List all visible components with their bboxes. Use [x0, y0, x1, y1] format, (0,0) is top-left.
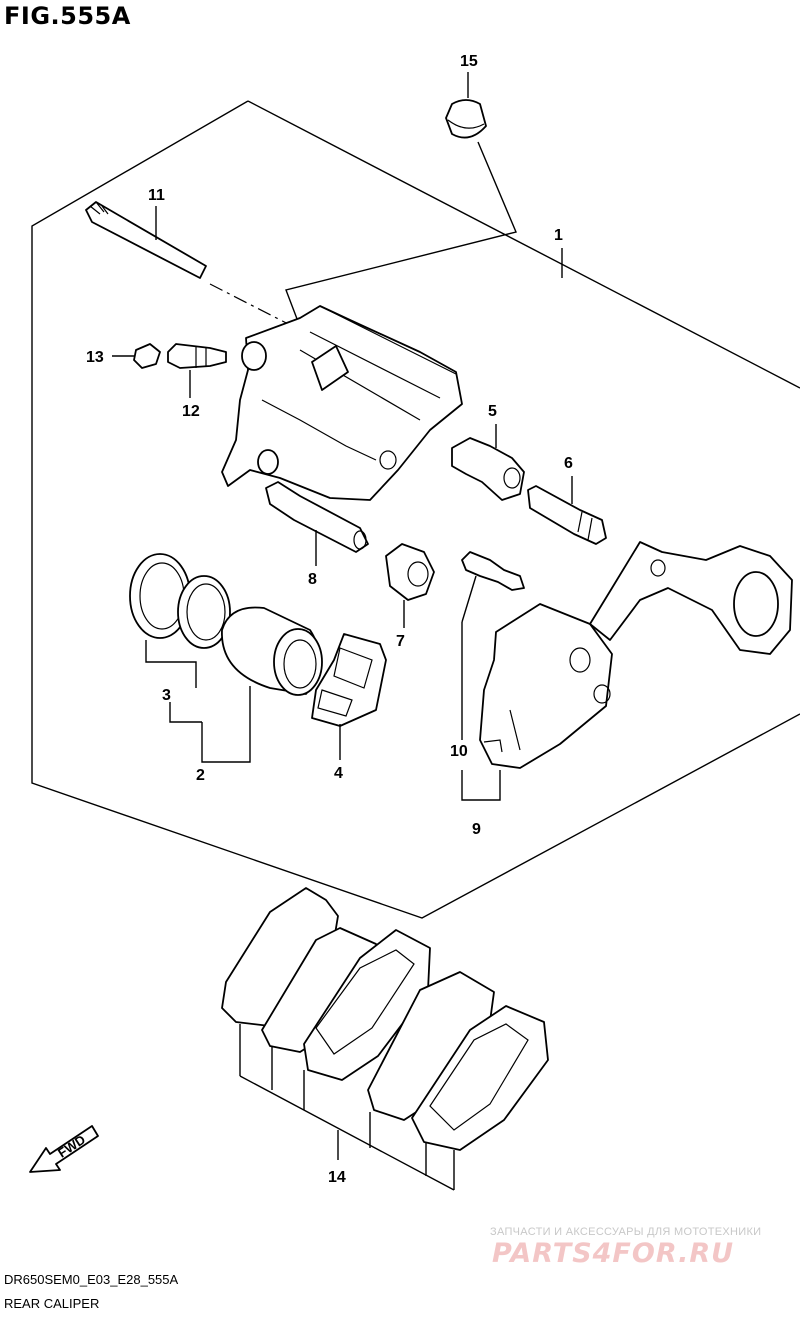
callout-7: 7	[396, 633, 405, 650]
callout-11: 11	[148, 187, 165, 204]
part-7-pin-boot[interactable]	[385, 543, 435, 601]
leader-3-top	[145, 640, 197, 688]
watermark-tagline: ЗАПЧАСТИ И АКСЕССУАРЫ ДЛЯ МОТОТЕХНИКИ	[490, 1226, 762, 1238]
leader-3-bottom	[169, 702, 202, 723]
callout-10: 10	[450, 743, 468, 760]
assembly-outline	[31, 100, 800, 919]
callout-3: 3	[162, 687, 171, 704]
figure-code: DR650SEM0_E03_E28_555A	[4, 1272, 179, 1287]
callout-14: 14	[328, 1169, 346, 1186]
callout-9: 9	[472, 821, 481, 838]
part-2-piston[interactable]	[221, 606, 323, 696]
leader-2	[201, 686, 251, 763]
part-15-bleeder-cap[interactable]	[445, 99, 487, 139]
figure-name: REAR CALIPER	[4, 1296, 100, 1311]
part-14-brake-pads[interactable]	[221, 887, 549, 1151]
callout-4: 4	[334, 765, 343, 782]
callout-12: 12	[182, 403, 200, 420]
part-5-sleeve-boot[interactable]	[451, 437, 525, 501]
callout-2: 2	[196, 767, 205, 784]
callout-8: 8	[308, 571, 317, 588]
part-6-sleeve-bolt[interactable]	[527, 485, 607, 545]
part-9-caliper-bracket[interactable]	[479, 541, 793, 769]
part-1-caliper-body[interactable]	[221, 305, 463, 501]
assembly-outline-top	[247, 100, 800, 389]
leader-14	[239, 1024, 455, 1191]
part-13-bleeder-cap[interactable]	[133, 343, 161, 369]
callout-15: 15	[460, 53, 478, 70]
leader-10-top	[461, 575, 477, 623]
callout-5: 5	[488, 403, 497, 420]
forward-direction-arrow: FWD	[29, 1125, 99, 1173]
leader-9	[461, 770, 501, 801]
figure-title: FIG.555A	[4, 2, 131, 30]
leader-11-dash	[209, 283, 301, 331]
part-10-pad-clip[interactable]	[461, 551, 525, 591]
callout-13: 13	[86, 349, 104, 366]
part-12-bleeder-valve[interactable]	[167, 343, 227, 369]
watermark-logo: PARTS4FOR.RU	[492, 1238, 735, 1269]
part-11-pad-pin[interactable]	[85, 201, 207, 279]
callout-6: 6	[564, 455, 573, 472]
part-8-caliper-pin[interactable]	[265, 481, 369, 553]
part-3-piston-seals[interactable]	[129, 553, 231, 649]
callout-1: 1	[554, 227, 563, 244]
part-4-pad-spring[interactable]	[311, 633, 387, 727]
